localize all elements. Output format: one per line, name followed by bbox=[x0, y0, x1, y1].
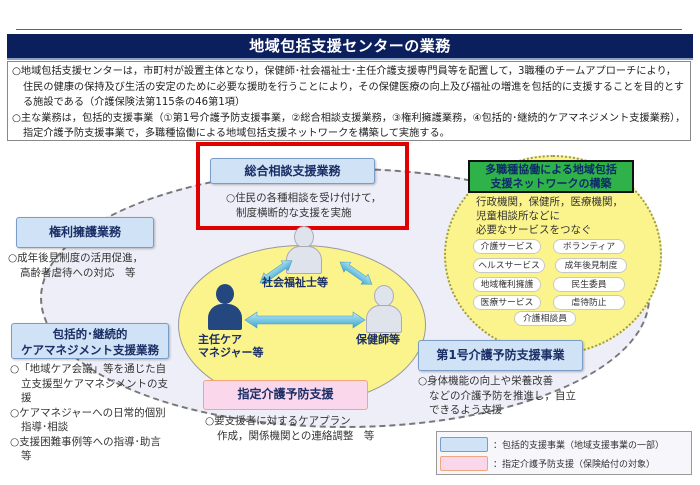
kenri-yogo-box[interactable]: 権利擁護業務 bbox=[16, 217, 154, 248]
intro-paragraph-1: ○地域包括支援センターは，市町村が設置主体となり，保健師･社会福祉士･主任介護支… bbox=[12, 66, 684, 108]
highlight-frame bbox=[196, 142, 409, 230]
hokatsu-title-line-2: ケアマネジメント支援業務 bbox=[21, 343, 159, 357]
kenri-desc-line-2: 高齢者虐待への対応 等 bbox=[20, 266, 136, 279]
pill-gyakutai-boshi: 虐待防止 bbox=[553, 295, 625, 310]
network-desc-line-3: 必要なサービスをつなぐ bbox=[476, 224, 592, 236]
pill-health-service: ヘルスサービス bbox=[473, 258, 545, 273]
shakai-fukushishi-label: 社会福祉士等 bbox=[262, 276, 328, 289]
hokatsu-title-line-1: 包括的･継続的 bbox=[52, 327, 128, 341]
top-rule bbox=[16, 29, 682, 30]
shunin-line-1: 主任ケア bbox=[198, 333, 242, 346]
shitei-desc-line-1: ○要支援者に対するケアプラン bbox=[205, 415, 351, 427]
public-health-nurse-person-icon bbox=[366, 285, 402, 333]
hokatsu-desc-2: ○ケアマネジャーへの日常的個別指導･相談 bbox=[10, 406, 166, 434]
hokatsu-keizoku-box[interactable]: 包括的･継続的 ケアマネジメント支援業務 bbox=[11, 323, 169, 359]
daiichi-go-desc: ○身体機能の向上や栄養改善 などの介護予防を推進し，自立 できるよう支援 bbox=[418, 374, 598, 418]
kenri-desc-line-1: ○成年後見制度の活用促進， bbox=[8, 252, 144, 264]
legend-swatch-blue bbox=[440, 437, 488, 452]
hokatsu-desc-1: ○「地域ケア会議」等を通じた自立支援型ケアマネジメントの支援 bbox=[10, 363, 168, 404]
sogo-desc-line-2: 制度横断的な支援を実施 bbox=[236, 206, 352, 219]
shitei-yobo-desc: ○要支援者に対するケアプラン 作成，関係機関との連絡調整 等 bbox=[205, 414, 405, 443]
legend-swatch-pink bbox=[440, 456, 488, 471]
network-desc-line-1: 行政機関，保健所，医療機関， bbox=[476, 196, 623, 208]
hokenshi-label: 保健師等 bbox=[356, 333, 400, 346]
legend: ：包括的支援事業（地域支援事業の一部） ：指定介護予防支援（保険給付の対象） bbox=[436, 431, 692, 475]
sogo-soudan-box[interactable]: 総合相談支援業務 bbox=[210, 158, 375, 184]
network-desc: 行政機関，保健所，医療機関， 児童相談所などに 必要なサービスをつなぐ bbox=[476, 195, 623, 237]
social-worker-person-icon bbox=[286, 226, 322, 274]
pill-kaigo-soudanin: 介護相談員 bbox=[514, 311, 576, 326]
shitei-yobo-box[interactable]: 指定介護予防支援 bbox=[203, 380, 368, 410]
hokatsu-keizoku-desc: ○「地域ケア会議」等を通じた自立支援型ケアマネジメントの支援 ○ケアマネジャーへ… bbox=[10, 362, 172, 464]
daiichi-desc-line-2: などの介護予防を推進し，自立 bbox=[429, 389, 576, 402]
network-desc-line-2: 児童相談所などに bbox=[476, 210, 560, 222]
network-title-line-2: 支援ネットワークの構築 bbox=[490, 177, 612, 190]
page-title: 地域包括支援センターの業務 bbox=[7, 34, 693, 60]
daiichi-desc-line-1: ○身体機能の向上や栄養改善 bbox=[418, 375, 554, 387]
pill-kaigo-service: 介護サービス bbox=[473, 239, 541, 254]
shunin-line-2: マネジャー等 bbox=[198, 346, 264, 359]
daiichi-go-box[interactable]: 第1号介護予防支援事業 bbox=[418, 340, 583, 371]
care-manager-person-icon bbox=[208, 284, 242, 330]
pill-chiiki-kenri: 地域権利擁護 bbox=[473, 277, 541, 292]
kenri-yogo-desc: ○成年後見制度の活用促進， 高齢者虐待への対応 等 bbox=[8, 251, 183, 280]
pill-minsei-iin: 民生委員 bbox=[553, 277, 625, 292]
shitei-desc-line-2: 作成，関係機関との連絡調整 等 bbox=[217, 429, 375, 442]
team-arrows-icon bbox=[244, 260, 373, 329]
legend-label-shitei: ：指定介護予防支援（保険給付の対象） bbox=[493, 460, 656, 470]
pill-volunteer: ボランティア bbox=[553, 239, 625, 254]
intro-paragraph-2: ○主な業務は，包括的支援事業（①第1号介護予防支援事業，②総合相談支援業務，③権… bbox=[12, 112, 686, 140]
pill-iryo-service: 医療サービス bbox=[473, 295, 541, 310]
sogo-desc-line-1: ○住民の各種相談を受け付けて， bbox=[226, 192, 382, 204]
hokatsu-desc-3: ○支援困難事例等への指導･助言 等 bbox=[10, 435, 172, 463]
network-title-line-1: 多職種協働による地域包括 bbox=[485, 163, 617, 176]
pill-seinen-kouken: 成年後見制度 bbox=[555, 258, 627, 273]
sogo-soudan-desc: ○住民の各種相談を受け付けて， 制度横断的な支援を実施 bbox=[226, 191, 406, 220]
intro-box: ○地域包括支援センターは，市町村が設置主体となり，保健師･社会福祉士･主任介護支… bbox=[7, 61, 691, 141]
legend-label-hokatsu: ：包括的支援事業（地域支援事業の一部） bbox=[493, 441, 665, 451]
network-header: 多職種協働による地域包括 支援ネットワークの構築 bbox=[468, 160, 634, 193]
shunin-care-manager-label: 主任ケア マネジャー等 bbox=[198, 333, 263, 359]
daiichi-desc-line-3: できるよう支援 bbox=[429, 404, 503, 416]
